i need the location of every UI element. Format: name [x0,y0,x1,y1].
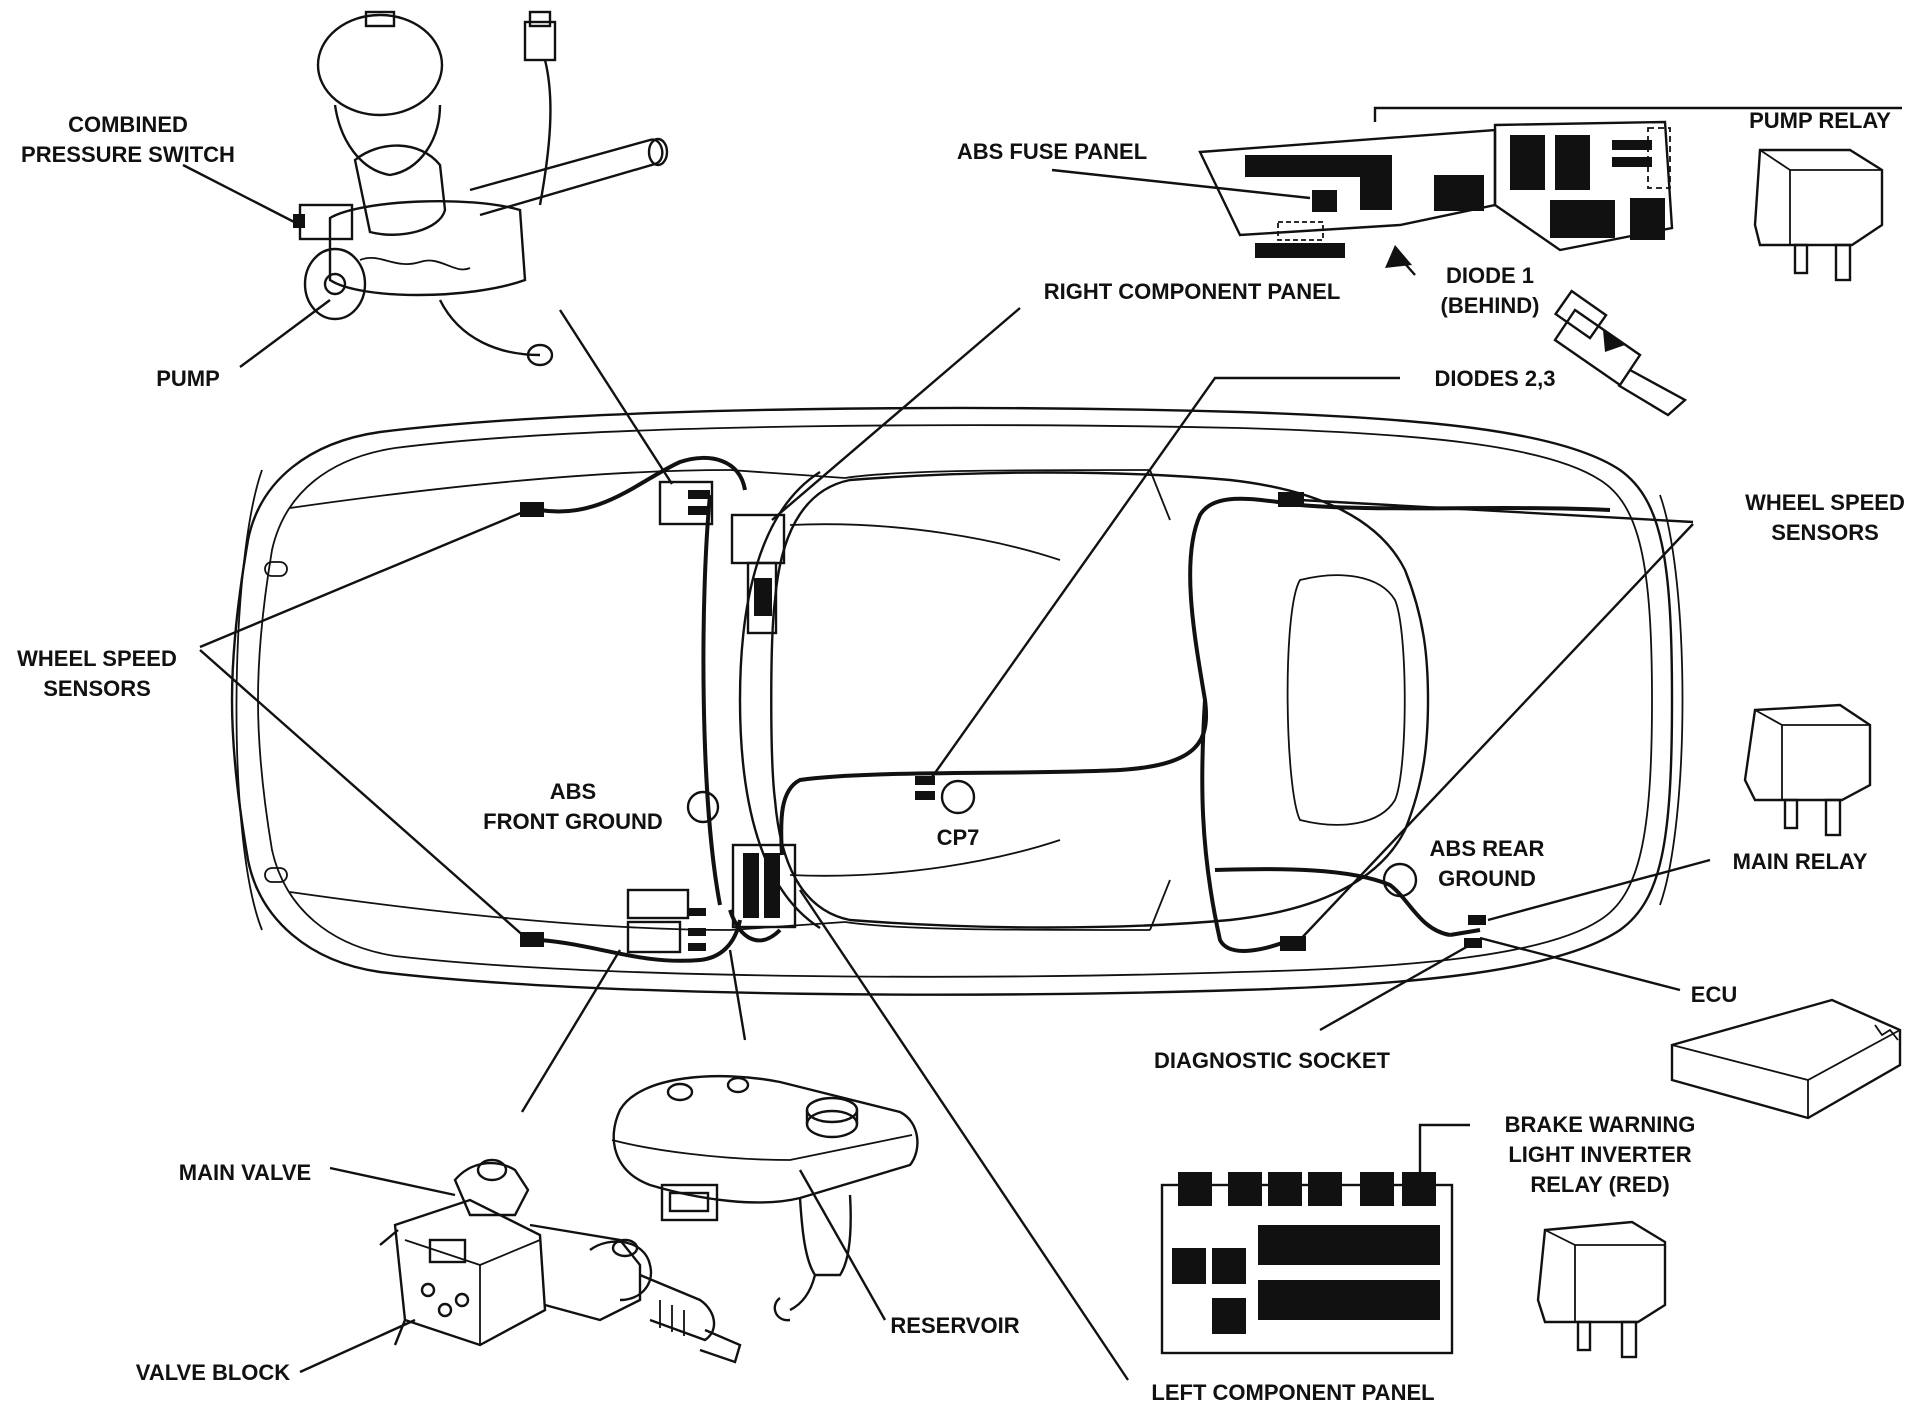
abs-rear-ground-point [1382,862,1418,898]
left-component-panel-on-car [731,843,797,929]
pump-connector [658,480,714,526]
brake-warning-relay-icon [1536,1220,1667,1359]
abs-front-ground-point [686,790,720,824]
abs-fuse-panel-detail [1198,120,1674,276]
combined-pressure-switch-label-line1: COMBINED [68,112,188,137]
brake-warning-label-line3: RELAY (RED) [1530,1172,1669,1197]
diode-1-label-line2: (BEHIND) [1441,293,1540,318]
wheel-speed-sensors-right-label-line2: SENSORS [1771,520,1879,545]
main-relay-relay-icon [1743,703,1872,837]
wheel-speed-sensors-left-label-line2: SENSORS [43,676,151,701]
pump-relay-relay-icon [1753,148,1884,282]
abs-front-ground-label-line2: FRONT GROUND [483,809,663,834]
reservoir-label: RESERVOIR [890,1313,1019,1338]
wiring-harness [539,455,1611,963]
valve-block-connectors [626,888,706,954]
pump-label: PUMP [156,366,220,391]
right-component-panel-label: RIGHT COMPONENT PANEL [1044,279,1341,304]
brake-fluid-reservoir-icon [611,1074,919,1322]
valve-block-label: VALVE BLOCK [136,1360,291,1385]
diodes-2-3-label: DIODES 2,3 [1434,366,1555,391]
diode-1-diode-icon [1553,289,1688,417]
wheel-speed-sensor-rear-right [1278,492,1304,507]
car-body-outline [230,406,1684,996]
wheel-speed-sensors-right-label-line1: WHEEL SPEED [1745,490,1905,515]
left-component-panel-label: LEFT COMPONENT PANEL [1151,1380,1434,1405]
wheel-speed-sensor-front-left [520,932,544,947]
brake-warning-label-line1: BRAKE WARNING [1505,1112,1696,1137]
diagnostic-socket-label: DIAGNOSTIC SOCKET [1154,1048,1390,1073]
diode-1-label-line1: DIODE 1 [1446,263,1534,288]
main-relay-label: MAIN RELAY [1733,849,1868,874]
pump-relay-label: PUMP RELAY [1749,108,1891,133]
ecu-box-icon [1670,998,1902,1120]
left-component-panel-detail [1160,1172,1454,1355]
cp7-point [940,779,976,815]
right-component-panel-on-car [730,513,786,635]
ecu-label: ECU [1691,982,1737,1007]
abs-front-ground-label-line1: ABS [550,779,596,804]
abs-rear-ground-label-line1: ABS REAR [1430,836,1545,861]
combined-pressure-switch-label-line2: PRESSURE SWITCH [21,142,235,167]
svg-text:DIODE 1(BEHIND): DIODE 1 (BEHIND) [1441,263,1540,318]
pump-assembly-icon [293,10,669,367]
main-valve-label: MAIN VALVE [179,1160,311,1185]
brake-warning-label-line2: LIGHT INVERTER [1508,1142,1691,1167]
cp7-label: CP7 [937,825,980,850]
wheel-speed-sensor-front-right [520,502,544,517]
abs-fuse-panel-label: ABS FUSE PANEL [957,139,1147,164]
leader-lines [182,106,1902,1381]
wheel-speed-sensors-left-label-line1: WHEEL SPEED [17,646,177,671]
labels: COMBINED PRESSURE SWITCH PUMP ABS FUSE PA… [17,108,1905,1405]
valve-block-icon [379,1158,742,1364]
abs-rear-ground-label-line2: GROUND [1438,866,1536,891]
